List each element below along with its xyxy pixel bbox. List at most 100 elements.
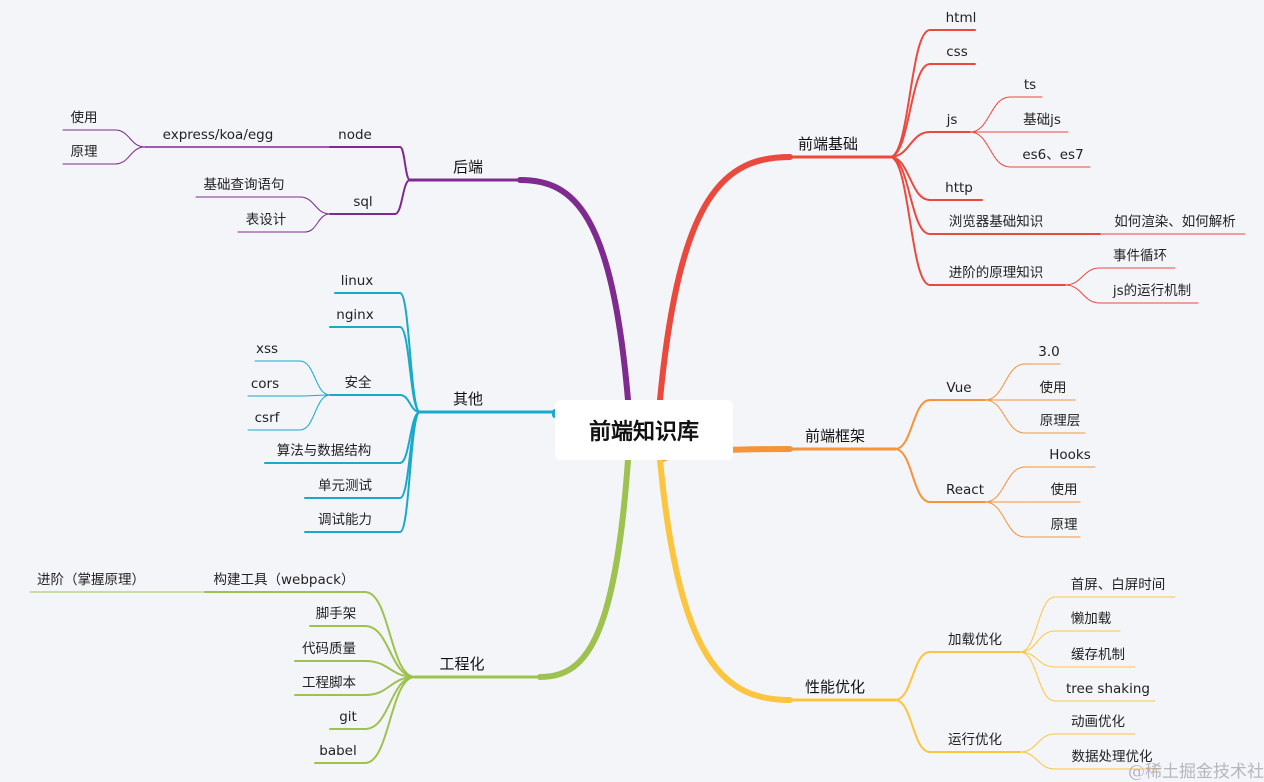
- node-be[interactable]: 后端: [453, 158, 483, 176]
- node-fw-vue[interactable]: Vue: [946, 380, 971, 396]
- connector-pf_load_lazy: [1019, 630, 1056, 653]
- connector-fb_adv_run: [1064, 284, 1101, 304]
- connector-ot_test: [399, 411, 421, 499]
- node-en-git[interactable]: git: [339, 709, 357, 725]
- node-pf-run-data[interactable]: 数据处理优化: [1072, 749, 1153, 765]
- connector-be_sql_table: [304, 213, 331, 233]
- node-fw-vue-use[interactable]: 使用: [1040, 379, 1067, 396]
- node-ot-sec[interactable]: 安全: [345, 374, 372, 391]
- node-ot-algo[interactable]: 算法与数据结构: [277, 443, 372, 459]
- connector-fw_vue: [894, 399, 931, 450]
- node-ot-linux[interactable]: linux: [341, 273, 374, 289]
- connector-ot_sec_csrf: [299, 394, 331, 431]
- node-en-build[interactable]: 构建工具（webpack）: [214, 572, 355, 588]
- branch-connector-be: [517, 177, 631, 403]
- node-fb-browser[interactable]: 浏览器基础知识: [949, 213, 1044, 230]
- connector-ot_linux: [399, 292, 421, 413]
- branch-connector-pf: [657, 457, 793, 703]
- root-node[interactable]: 前端知识库: [555, 400, 733, 460]
- node-be-node-fw[interactable]: express/koa/egg: [163, 127, 274, 143]
- node-ot-sec-xss[interactable]: xss: [256, 341, 278, 357]
- node-pf-run-anim[interactable]: 动画优化: [1071, 714, 1125, 730]
- node-fb-html[interactable]: html: [946, 10, 977, 26]
- watermark: @稀土掘金技术社区: [1128, 762, 1264, 782]
- branch-connector-fb: [657, 154, 793, 403]
- node-fw-react[interactable]: React: [946, 482, 984, 498]
- connector-fb_css: [889, 63, 931, 158]
- node-pf-load-fp[interactable]: 首屏、白屏时间: [1071, 577, 1166, 593]
- node-fw[interactable]: 前端框架: [805, 427, 865, 445]
- connector-ot_debug: [399, 411, 421, 533]
- connector-pf_load_tree: [1019, 651, 1056, 702]
- connector-fb_html: [889, 29, 931, 158]
- node-en-babel[interactable]: babel: [319, 743, 356, 759]
- node-be-sql[interactable]: sql: [353, 194, 372, 210]
- node-be-sql-query[interactable]: 基础查询语句: [204, 176, 285, 193]
- node-fw-react-prin[interactable]: 原理: [1051, 517, 1079, 533]
- node-ot-sec-cors[interactable]: cors: [251, 376, 279, 392]
- connector-be_node: [399, 146, 411, 181]
- node-fb-browser-render[interactable]: 如何渲染、如何解析: [1114, 214, 1236, 230]
- node-fb-adv[interactable]: 进阶的原理知识: [949, 264, 1044, 281]
- node-ot[interactable]: 其他: [453, 390, 483, 408]
- connector-fw_vue_3: [984, 363, 1026, 401]
- connector-ot_sec_xss: [299, 360, 331, 396]
- node-fb[interactable]: 前端基础: [798, 135, 858, 153]
- connector-fb_js_ts: [969, 96, 1011, 133]
- connector-fb_adv_loop: [1064, 267, 1101, 286]
- node-pf-load-tree[interactable]: tree shaking: [1066, 681, 1150, 697]
- connector-fw_react: [894, 448, 931, 503]
- connector-ot_sec_cors: [299, 394, 331, 397]
- node-fw-react-hooks[interactable]: Hooks: [1049, 447, 1091, 463]
- node-ot-sec-csrf[interactable]: csrf: [255, 410, 281, 426]
- node-en-build-adv[interactable]: 进阶（掌握原理）: [37, 572, 145, 588]
- node-pf[interactable]: 性能优化: [805, 678, 865, 696]
- node-en-quality[interactable]: 代码质量: [302, 641, 356, 657]
- connector-en_scaffold: [364, 625, 416, 678]
- node-ot-debug[interactable]: 调试能力: [318, 512, 372, 528]
- connector-fw_vue_prin: [984, 399, 1026, 434]
- node-fw-vue-prin[interactable]: 原理层: [1040, 413, 1081, 429]
- connector-en_babel: [364, 676, 416, 764]
- connector-be_node_fw_use: [114, 129, 146, 148]
- node-be-node[interactable]: node: [338, 127, 372, 143]
- connector-fb_adv: [889, 156, 931, 286]
- node-pf-load-lazy[interactable]: 懒加载: [1071, 611, 1112, 627]
- node-fb-js[interactable]: js: [946, 112, 958, 128]
- node-ot-test[interactable]: 单元测试: [318, 478, 372, 494]
- node-be-node-fw-use[interactable]: 使用: [71, 109, 98, 126]
- node-en[interactable]: 工程化: [439, 655, 484, 673]
- connector-fw_react_hooks: [984, 466, 1026, 503]
- connector-be_sql: [394, 179, 411, 215]
- connector-en_build: [364, 591, 416, 678]
- connector-be_node_fw_prin: [114, 146, 146, 165]
- node-fw-vue-3[interactable]: 3.0: [1038, 344, 1059, 360]
- branch-connector-en: [537, 457, 631, 680]
- node-be-node-fw-prin[interactable]: 原理: [71, 144, 98, 160]
- node-pf-run[interactable]: 运行优化: [948, 732, 1002, 748]
- connector-fb_js: [889, 131, 931, 158]
- connector-pf_run: [894, 699, 931, 753]
- node-fb-js-basic[interactable]: 基础js: [1023, 111, 1061, 128]
- node-fb-http[interactable]: http: [945, 180, 973, 196]
- node-pf-load-cache[interactable]: 缓存机制: [1071, 647, 1125, 663]
- connector-ot_sec: [399, 394, 421, 413]
- node-fb-js-ts[interactable]: ts: [1024, 77, 1036, 93]
- node-be-sql-table[interactable]: 表设计: [246, 212, 287, 228]
- connector-pf_load: [894, 651, 931, 701]
- node-fb-adv-run[interactable]: js的运行机制: [1112, 283, 1191, 299]
- node-ot-nginx[interactable]: nginx: [336, 307, 373, 323]
- connector-pf_run_anim: [1019, 733, 1056, 753]
- connector-fw_react_prin: [984, 501, 1026, 538]
- node-fb-css[interactable]: css: [946, 44, 968, 60]
- node-en-script[interactable]: 工程脚本: [302, 675, 356, 691]
- connector-be_sql_query: [299, 196, 331, 215]
- connector-ot_nginx: [399, 326, 421, 413]
- node-fb-adv-loop[interactable]: 事件循环: [1113, 248, 1167, 264]
- connector-pf_run_data: [1019, 751, 1056, 770]
- node-en-scaffold[interactable]: 脚手架: [316, 606, 357, 622]
- node-fw-react-use[interactable]: 使用: [1051, 481, 1078, 498]
- node-pf-load[interactable]: 加载优化: [948, 632, 1002, 648]
- node-fb-js-es[interactable]: es6、es7: [1022, 147, 1083, 163]
